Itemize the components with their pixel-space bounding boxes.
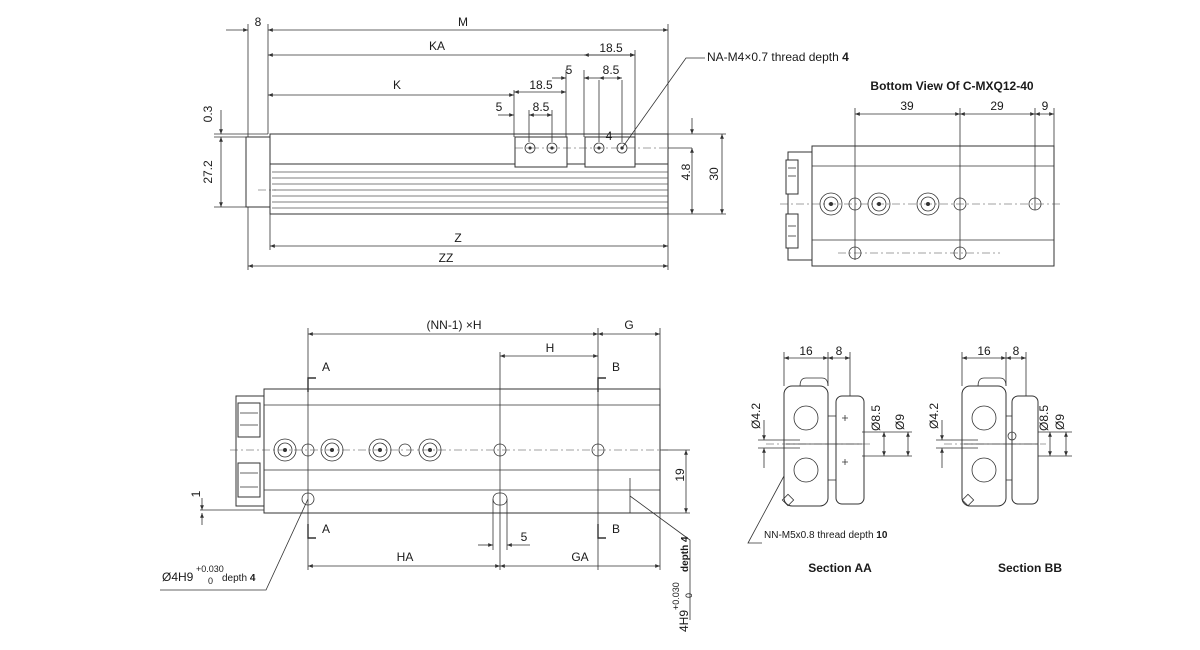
thread-callout-text: NA-M4×0.7 thread depth	[707, 50, 842, 64]
aa-dim-8: 8	[836, 344, 843, 358]
marker-A-top: A	[322, 360, 330, 374]
section-aa: 16 8 Ø4.2 Ø8.5 Ø9 NN-M5x0.8 thread depth…	[747, 344, 912, 575]
dim-5-side: 5	[521, 530, 528, 544]
marker-B-bottom: B	[612, 522, 620, 536]
side-body	[263, 388, 661, 514]
pin-callout-left-depth-value: 4	[250, 573, 256, 584]
side-view: A B A B (NN-1) ×H G H 19 1 5 HA GA Ø4H9 …	[160, 318, 694, 632]
pin-callout-right-tol-upper: +0.030	[671, 582, 681, 610]
dim-0-3: 0.3	[201, 105, 215, 122]
bb-dim-4-2: Ø4.2	[927, 403, 941, 429]
marker-A-bottom: A	[322, 522, 330, 536]
aa-dim-16: 16	[799, 344, 813, 358]
dim-19: 19	[673, 468, 687, 482]
thread-callout: NA-M4×0.7 thread depth 4	[707, 50, 849, 64]
dim-8-5-upper: 8.5	[603, 63, 620, 77]
bb-dim-8: 8	[1013, 344, 1020, 358]
dim-18-5-top: 18.5	[599, 41, 623, 55]
body-grooves	[272, 171, 668, 209]
aa-dim-4-2: Ø4.2	[749, 403, 763, 429]
section-markers	[307, 377, 606, 539]
pin-callout-right-depth: depth 4	[680, 536, 691, 572]
bb-dim-8-5: Ø8.5	[1037, 405, 1051, 431]
pin-callout-left-depth-text: depth	[222, 573, 250, 584]
mounting-block-1	[514, 136, 568, 168]
top-view: 8 M KA K 18.5 5 8.5 18.5 5 8.5 0.3 27.2 …	[201, 15, 849, 270]
aa-dim-8-5: Ø8.5	[869, 405, 883, 431]
dim-9: 9	[1042, 99, 1049, 113]
dim-GA: GA	[571, 550, 588, 564]
marker-B-top: B	[612, 360, 620, 374]
dim-KA: KA	[429, 39, 445, 53]
dim-G: G	[624, 318, 633, 332]
pin-callout-left-main: Ø4H9	[162, 570, 194, 584]
dim-ZZ: ZZ	[439, 251, 454, 265]
dim-HA: HA	[397, 550, 414, 564]
end-plate	[245, 136, 271, 208]
dim-K: K	[393, 78, 401, 92]
bb-dim-16: 16	[977, 344, 991, 358]
aa-dim-9: Ø9	[893, 414, 907, 430]
bottom-view: Bottom View Of C-MXQ12-40	[780, 79, 1060, 267]
dim-4-8: 4.8	[679, 163, 693, 180]
dim-4: 4	[606, 129, 613, 143]
end-plate-details	[785, 159, 799, 249]
nn-thread-callout-depth: 10	[876, 530, 888, 541]
guide-body	[269, 163, 669, 215]
dim-18-5-mid: 18.5	[529, 78, 553, 92]
dim-29: 29	[990, 99, 1004, 113]
bottom-body	[811, 145, 1055, 267]
dim-5-upper: 5	[566, 63, 573, 77]
section-aa-table	[835, 395, 865, 505]
section-aa-title: Section AA	[808, 561, 872, 575]
dim-8-top: 8	[255, 15, 262, 29]
dim-Z: Z	[454, 231, 461, 245]
dim-H: H	[546, 341, 555, 355]
pin-callout-left: Ø4H9	[162, 570, 194, 584]
dim-8-5-lower: 8.5	[533, 100, 550, 114]
side-holes	[273, 438, 605, 506]
section-bb-body	[961, 385, 1007, 507]
pin-callout-right-tol-lower: 0	[684, 593, 694, 598]
dim-30: 30	[707, 167, 721, 181]
bottom-view-title: Bottom View Of C-MXQ12-40	[870, 79, 1033, 93]
bb-dim-9: Ø9	[1053, 414, 1067, 430]
section-bb-title: Section BB	[998, 561, 1062, 575]
section-aa-body	[783, 385, 829, 507]
thread-callout-depth: 4	[842, 50, 849, 64]
dim-1: 1	[189, 490, 203, 497]
pin-callout-right-main: 4H9	[677, 610, 691, 632]
dim-39: 39	[900, 99, 914, 113]
pin-callout-left-depth: depth 4	[222, 573, 256, 584]
section-bb-table	[1011, 395, 1039, 505]
dim-5-lower: 5	[496, 100, 503, 114]
dim-M: M	[458, 15, 468, 29]
pin-callout-left-tol-lower: 0	[208, 576, 213, 586]
nn-thread-callout-text: NN-M5x0.8 thread depth	[764, 530, 876, 541]
section-bb: 16 8 Ø4.2 Ø8.5 Ø9 Section BB	[927, 344, 1072, 575]
dim-27-2: 27.2	[201, 160, 215, 184]
side-end-plate-details	[200, 402, 264, 511]
nn-thread-callout: NN-M5x0.8 thread depth 10	[764, 530, 888, 541]
dim-nn-h: (NN-1) ×H	[426, 318, 481, 332]
pin-callout-left-tol-upper: +0.030	[196, 564, 224, 574]
